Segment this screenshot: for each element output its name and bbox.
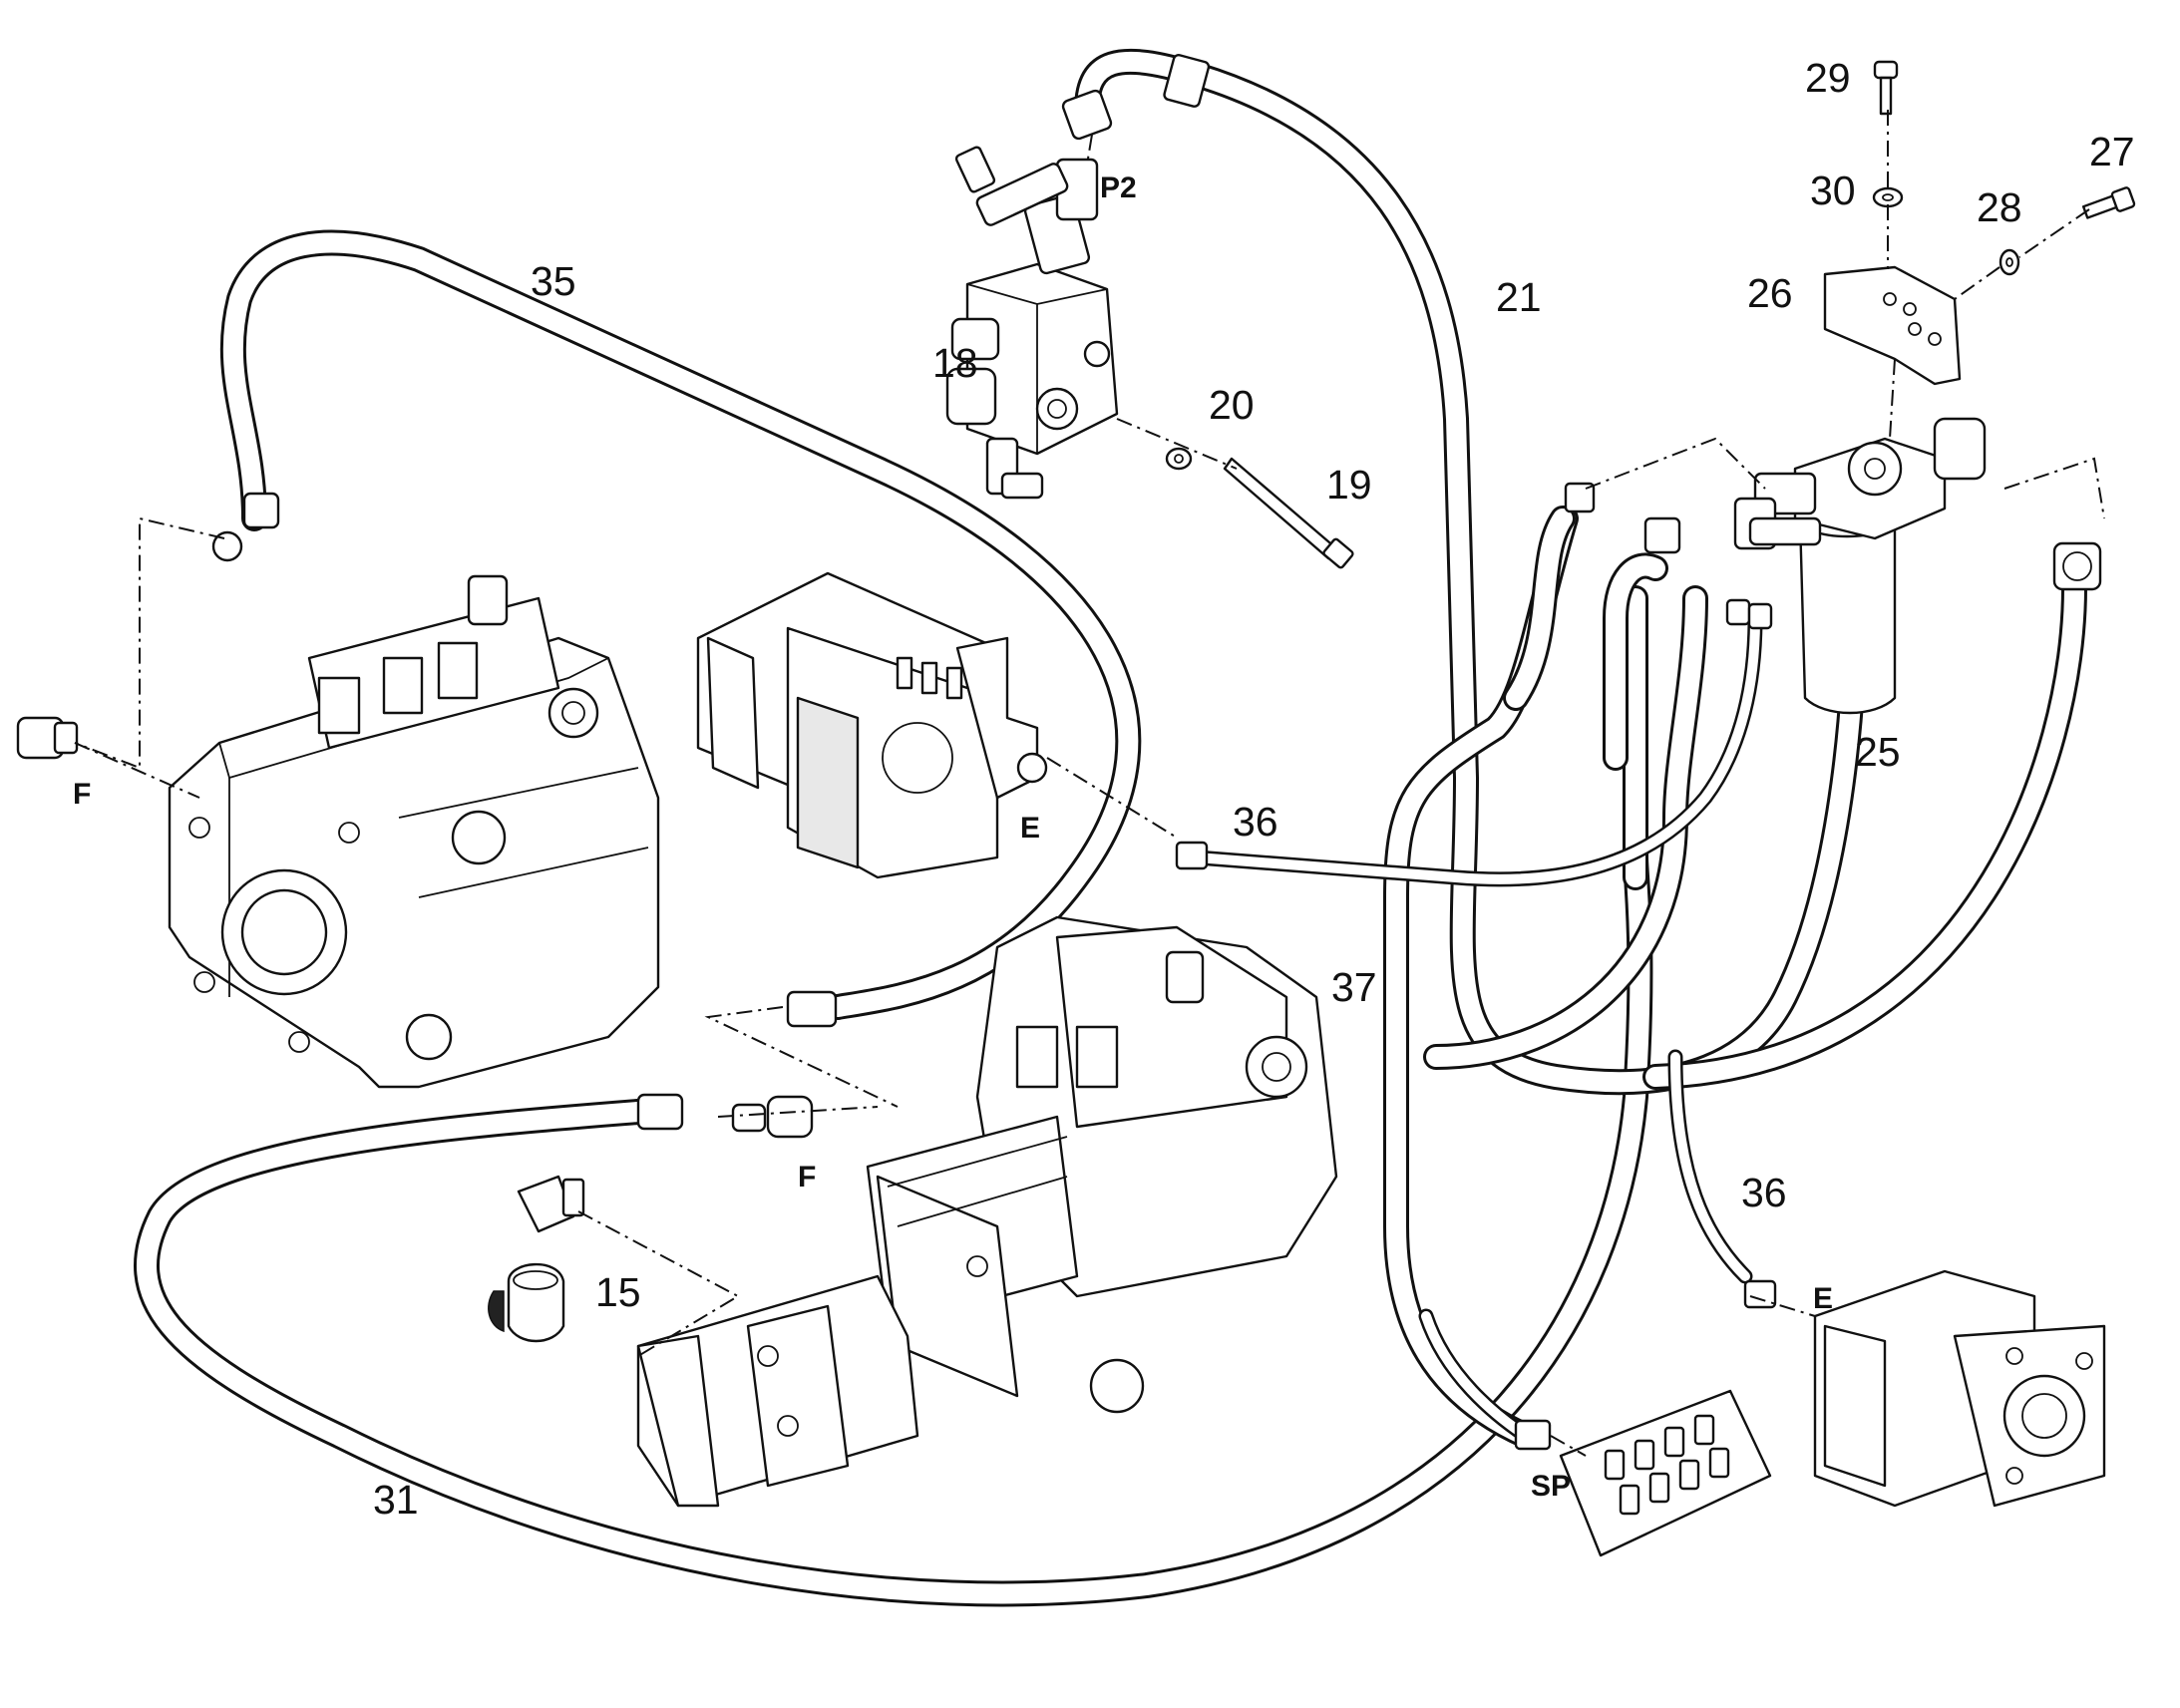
callout-29: 29 bbox=[1805, 55, 1851, 101]
port-labels: P2 F F E E SP bbox=[73, 171, 1833, 1503]
sp-test-point-plate bbox=[1559, 1389, 1772, 1557]
port-label-e-upper: E bbox=[1020, 812, 1040, 845]
filter-assembly-25 bbox=[1733, 417, 1987, 715]
hose-36-lower[interactable] bbox=[1667, 1049, 1753, 1284]
callout-35: 35 bbox=[531, 258, 576, 304]
callout-37: 37 bbox=[1331, 964, 1377, 1010]
callout-20: 20 bbox=[1209, 382, 1255, 428]
fitting-15 bbox=[488, 1175, 585, 1343]
port-label-e-lower: E bbox=[1813, 1282, 1833, 1315]
hydraulic-motor-lower-right bbox=[1813, 1269, 2106, 1508]
callout-25: 25 bbox=[1855, 729, 1901, 775]
bolt-19 bbox=[1223, 457, 1354, 569]
callout-26: 26 bbox=[1747, 270, 1793, 316]
hose-36-upper[interactable] bbox=[1189, 610, 1763, 887]
hydraulic-pump-upper-left bbox=[168, 574, 660, 1089]
test-point-fittings bbox=[1604, 1414, 1730, 1516]
washer-28 bbox=[1998, 248, 2020, 276]
callout-21: 21 bbox=[1496, 274, 1542, 320]
hydraulic-motor-upper bbox=[696, 571, 1048, 879]
port-label-f-center: F bbox=[798, 1161, 816, 1194]
hydraulic-pump-lower-center bbox=[636, 915, 1338, 1508]
washer-30 bbox=[1872, 186, 1904, 208]
callout-36-lower: 36 bbox=[1741, 1170, 1787, 1215]
valve-block-18 bbox=[945, 146, 1119, 500]
callout-28: 28 bbox=[1977, 184, 2022, 230]
hose-return[interactable] bbox=[1423, 575, 2087, 1090]
callout-labels: 15 18 19 20 21 25 26 27 28 29 30 31 35 3… bbox=[373, 55, 2135, 1523]
callout-18: 18 bbox=[932, 340, 978, 386]
washer-20 bbox=[1165, 447, 1193, 471]
callout-15: 15 bbox=[595, 1269, 641, 1315]
hose-filter-feed[interactable] bbox=[1503, 506, 1668, 771]
hose-31[interactable] bbox=[134, 845, 1653, 1607]
callout-36-upper: 36 bbox=[1233, 799, 1278, 845]
hose-21[interactable] bbox=[1074, 48, 1868, 1096]
bracket-26 bbox=[1823, 265, 1962, 386]
bolt-29 bbox=[1873, 60, 1899, 116]
bolt-27 bbox=[2081, 186, 2136, 219]
port-label-sp: SP bbox=[1531, 1470, 1571, 1503]
callout-19: 19 bbox=[1326, 462, 1372, 508]
assembly-leader-lines bbox=[74, 110, 2105, 1457]
callout-27: 27 bbox=[2089, 129, 2135, 174]
port-label-p2: P2 bbox=[1100, 171, 1137, 204]
elbow-fitting-f-center bbox=[731, 1095, 814, 1139]
callout-31: 31 bbox=[373, 1477, 419, 1523]
callout-30: 30 bbox=[1810, 168, 1856, 213]
port-label-f-left: F bbox=[73, 778, 91, 811]
hose-end-fittings bbox=[211, 54, 2102, 1451]
plug-fitting-f-left bbox=[16, 716, 79, 760]
